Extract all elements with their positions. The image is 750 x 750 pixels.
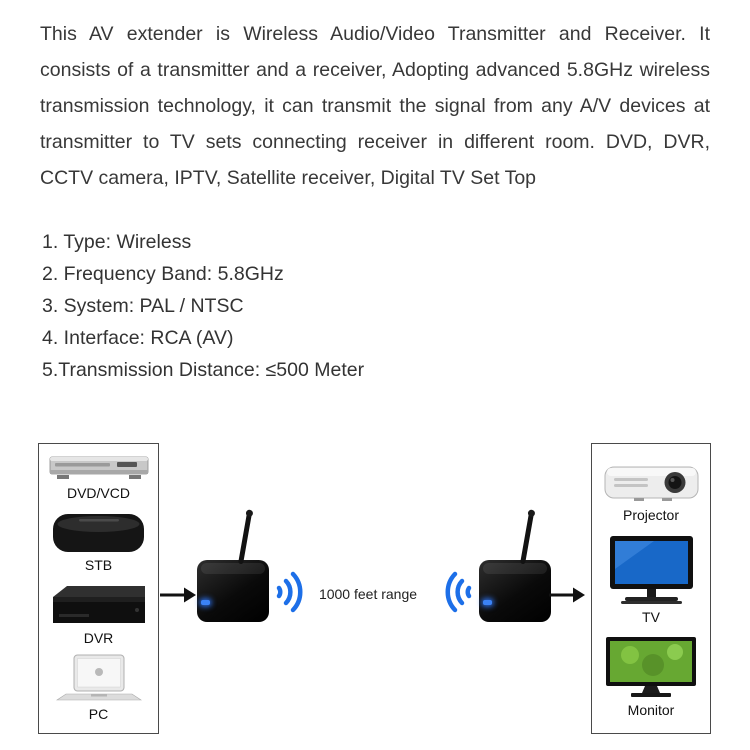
projector-icon — [604, 466, 698, 501]
spec-item-frequency: 2. Frequency Band: 5.8GHz — [42, 263, 284, 285]
spec-item-system: 3. System: PAL / NTSC — [42, 295, 244, 317]
antenna — [520, 512, 534, 565]
spec-item-interface: 4. Interface: RCA (AV) — [42, 327, 234, 349]
antenna — [238, 512, 252, 565]
output-devices-box: Projector TV — [591, 443, 711, 734]
device-label: DVD/VCD — [66, 485, 130, 502]
tv-icon — [609, 535, 693, 604]
description-paragraph: This AV extender is Wireless Audio/Video… — [40, 23, 710, 189]
device-label: TV — [642, 608, 660, 625]
device-stb: STB — [51, 509, 146, 573]
device-pc: PC — [53, 654, 145, 722]
device-dvd: DVD/VCD — [49, 455, 149, 501]
flow-arrow-icon — [160, 587, 196, 603]
monitor-icon — [606, 637, 696, 698]
wifi-waves-icon — [276, 571, 303, 613]
stb-icon — [53, 514, 144, 553]
led-indicator — [483, 600, 492, 605]
device-projector: Projector — [604, 459, 699, 523]
device-label: STB — [84, 557, 113, 574]
dvr-icon — [52, 585, 145, 623]
spec-list: 1. Type: Wireless 2. Frequency Band: 5.8… — [0, 226, 750, 386]
device-label: Projector — [622, 506, 680, 523]
connection-diagram: DVD/VCD STB DVR — [0, 440, 750, 740]
transmitter-box — [197, 512, 269, 622]
flow-arrow-icon — [549, 587, 585, 603]
device-label: DVR — [83, 629, 114, 646]
device-tv: TV — [609, 535, 694, 625]
device-monitor: Monitor — [605, 636, 697, 718]
led-indicator — [201, 600, 210, 605]
range-label: 1000 feet range — [318, 586, 418, 602]
source-devices-box: DVD/VCD STB DVR — [38, 443, 159, 734]
receiver-box — [479, 512, 551, 622]
dvd-player-icon — [49, 456, 148, 480]
wifi-waves-icon — [445, 571, 472, 613]
spec-item-type: 1. Type: Wireless — [42, 231, 192, 253]
device-label: Monitor — [627, 702, 675, 719]
laptop-icon — [55, 654, 142, 701]
device-label: PC — [88, 705, 109, 722]
device-dvr: DVR — [49, 582, 149, 646]
spec-item-distance: 5.Transmission Distance: ≤500 Meter — [42, 359, 365, 381]
